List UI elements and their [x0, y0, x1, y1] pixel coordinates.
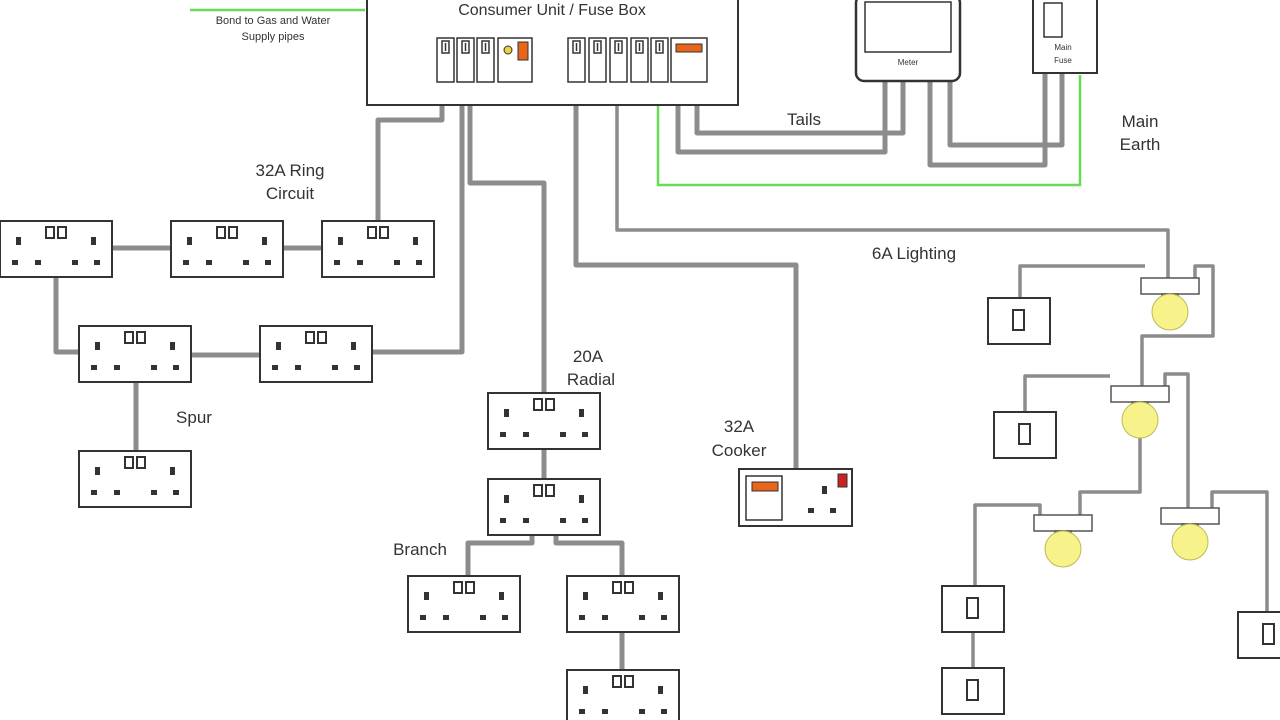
radial-cable — [467, 102, 547, 395]
bond-label-line2: Supply pipes — [242, 31, 305, 43]
cooker-label-line2: Cooker — [712, 441, 767, 460]
radial-socket — [487, 478, 601, 536]
main-fuse-label-line1: Main — [1054, 43, 1071, 52]
tails-cable — [927, 67, 1048, 168]
lighting-cable — [1078, 386, 1142, 515]
ceiling-rose-bulb — [1160, 507, 1220, 561]
bond-label-line1: Bond to Gas and Water — [216, 15, 331, 27]
light-switch — [987, 297, 1051, 345]
ceiling-rose-bulb — [1110, 385, 1170, 439]
lighting-cable — [1163, 372, 1190, 508]
spur-socket — [78, 450, 192, 508]
radial-socket — [487, 392, 601, 450]
main-earth-label-line2: Earth — [1120, 135, 1161, 154]
tails-cable — [947, 67, 1065, 148]
ring-socket — [78, 325, 192, 383]
ceiling-rose-bulb — [1033, 514, 1093, 568]
cooker-neon-indicator — [837, 473, 848, 488]
ring-cable — [53, 275, 81, 355]
ring-return-cable — [371, 102, 465, 355]
branch-cable — [465, 533, 535, 578]
light-switch — [1237, 611, 1280, 659]
ring-socket — [321, 220, 435, 278]
ceiling-rose-bulb — [1140, 277, 1200, 331]
consumer-unit-title: Consumer Unit / Fuse Box — [458, 2, 646, 19]
cooker-label-line1: 32A — [724, 417, 755, 436]
cooker-cable — [573, 102, 799, 473]
lighting-cable — [1018, 264, 1145, 297]
ring-label-line2: Circuit — [266, 184, 314, 203]
tails-cable — [694, 79, 906, 136]
main-fuse-label-line2: Fuse — [1054, 56, 1072, 65]
branch-socket — [566, 575, 680, 633]
ring-feed-cable — [375, 102, 445, 223]
lighting-cable — [973, 503, 1042, 585]
tails-cable — [675, 79, 888, 155]
ring-socket — [170, 220, 284, 278]
electricity-meter — [854, 0, 962, 83]
main-earth-label-line1: Main — [1122, 112, 1159, 131]
branch-socket — [407, 575, 521, 633]
branch-cable — [553, 533, 625, 578]
branch-socket — [566, 669, 680, 720]
lighting-cable — [1140, 264, 1215, 386]
earth-cable — [656, 75, 1082, 187]
tails-label: Tails — [787, 110, 821, 129]
light-switch — [993, 411, 1057, 459]
ring-socket — [0, 220, 113, 278]
lighting-cable — [1023, 374, 1110, 412]
main-fuse — [1032, 0, 1098, 74]
ring-socket — [259, 325, 373, 383]
radial-label-line1: 20A — [573, 347, 604, 366]
ring-label-line1: 32A Ring — [256, 161, 325, 180]
lighting-label: 6A Lighting — [872, 244, 956, 263]
radial-label-line2: Radial — [567, 370, 615, 389]
lighting-cable — [615, 105, 1170, 278]
meter-label: Meter — [898, 58, 919, 67]
light-switch — [941, 585, 1005, 633]
consumer-unit — [366, 0, 739, 106]
spur-label: Spur — [176, 408, 212, 427]
light-switch — [941, 667, 1005, 715]
cooker-control-unit — [738, 468, 853, 527]
branch-label: Branch — [393, 540, 447, 559]
lighting-cable — [1210, 490, 1269, 612]
